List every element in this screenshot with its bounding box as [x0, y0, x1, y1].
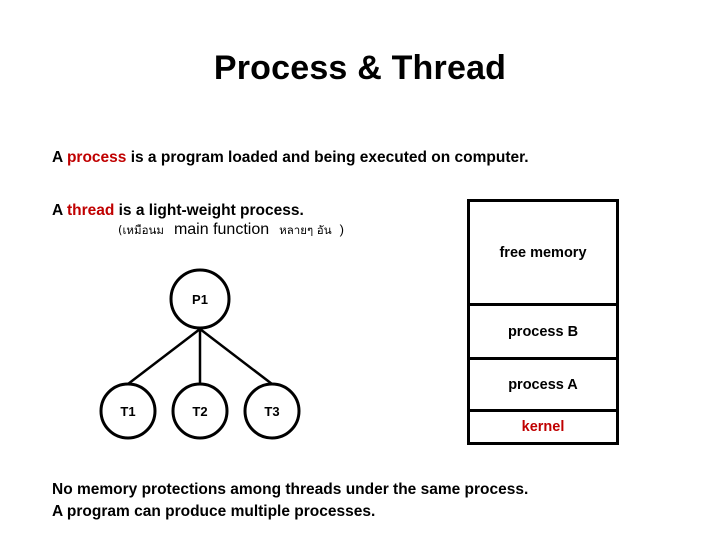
tree-edges: [127, 328, 273, 385]
main-function-text: main function: [173, 221, 270, 238]
memory-cell-kernel-label: kernel: [521, 419, 565, 435]
process-line-suffix: is a program loaded and being executed o…: [126, 149, 529, 166]
thai-close-paren: ): [339, 222, 344, 237]
tree-node-t2: T2: [171, 382, 229, 440]
memory-cell-kernel: kernel: [470, 412, 616, 442]
footer-line-1: No memory protections among threads unde…: [52, 481, 529, 498]
tree-node-root: P1: [169, 268, 231, 330]
memory-cell-process-a-label: process A: [508, 376, 578, 393]
thai-text-before: เหมือนม: [122, 223, 164, 237]
footer-line-2: A program can produce multiple processes…: [52, 503, 376, 520]
thread-line-suffix: is a light-weight process.: [114, 202, 304, 219]
process-line-prefix: A: [52, 149, 67, 166]
thread-definition-line: A thread is a light-weight process.: [52, 201, 304, 221]
thai-annotation: (เหมือนม main function หลายๆ อัน): [118, 222, 344, 238]
thai-text-after: หลายๆ อัน: [279, 223, 332, 237]
thread-line-prefix: A: [52, 202, 67, 219]
tree-node-t3-label: T3: [264, 404, 279, 419]
tree-node-t1-label: T1: [120, 404, 135, 419]
thai-open-paren: (: [118, 223, 123, 237]
memory-cell-free-memory-label: free memory: [499, 244, 587, 261]
memory-layout-diagram: free memory process B process A kernel: [467, 199, 619, 445]
memory-cell-free-memory: free memory: [470, 202, 616, 306]
process-keyword: process: [66, 149, 127, 166]
tree-node-t2-label: T2: [192, 404, 207, 419]
process-definition-line: A process is a program loaded and being …: [52, 148, 529, 168]
tree-node-t1: T1: [99, 382, 157, 440]
process-thread-tree-diagram: P1 T1 T2 T3: [90, 262, 320, 452]
memory-cell-process-b-label: process B: [507, 323, 579, 340]
thread-keyword: thread: [66, 202, 115, 219]
memory-cell-process-a: process A: [470, 360, 616, 412]
tree-node-t3: T3: [243, 382, 301, 440]
tree-node-root-label: P1: [192, 292, 208, 307]
slide-title: Process & Thread: [213, 49, 507, 87]
memory-cell-process-b: process B: [470, 306, 616, 360]
